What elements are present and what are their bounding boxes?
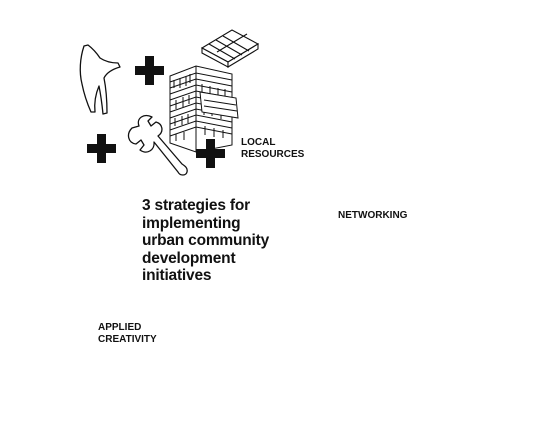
label-networking: NETWORKING <box>338 210 408 221</box>
label-local-resources: LOCAL RESOURCES <box>241 137 304 160</box>
plus-icon <box>196 139 225 168</box>
human-figure-icon <box>79 44 121 115</box>
label-local-resources-line1: LOCAL <box>241 137 276 148</box>
wrench-icon <box>127 114 188 176</box>
plus-icon <box>87 134 116 163</box>
label-applied-creativity: APPLIED CREATIVITY <box>98 322 157 345</box>
title-line: implementing <box>142 214 241 232</box>
title-line: 3 strategies for <box>142 197 250 214</box>
title-line: urban community <box>142 232 270 249</box>
label-local-resources-line2: RESOURCES <box>241 148 305 160</box>
title-line: initiatives <box>142 267 212 284</box>
plus-icon <box>135 56 164 85</box>
pallet-stack-icon <box>169 65 239 153</box>
label-applied-creativity-line1: APPLIED <box>98 322 142 333</box>
pallet-icon <box>200 29 260 68</box>
diagram-title: 3 strategies for implementing urban comm… <box>142 197 292 285</box>
label-applied-creativity-line2: CREATIVITY <box>98 333 157 345</box>
title-line: development <box>142 249 236 267</box>
